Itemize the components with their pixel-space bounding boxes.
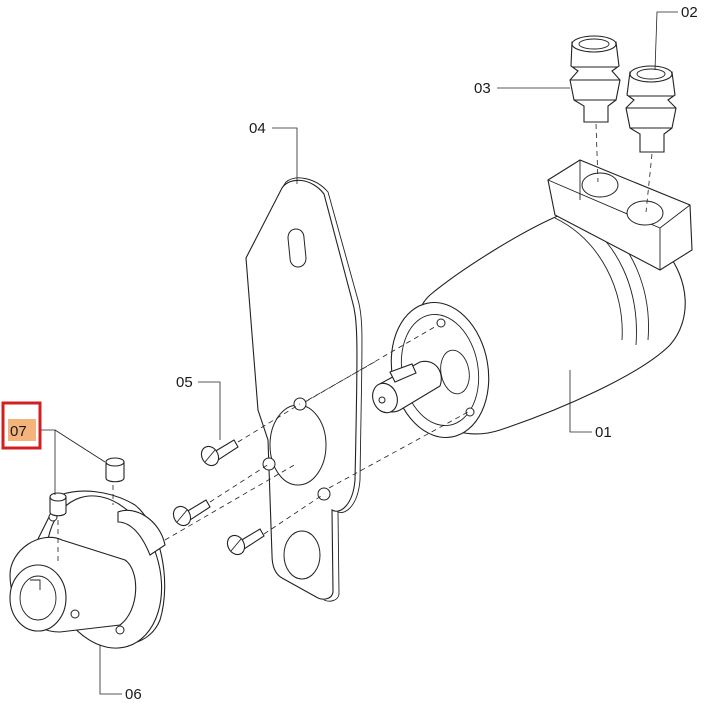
- mounting-bracket: [245, 177, 363, 602]
- leader-lines: [40, 11, 678, 695]
- callout-06: 06: [125, 686, 142, 703]
- fitting-02: [625, 65, 677, 153]
- callout-03: 03: [474, 80, 491, 97]
- flange-coupling: [9, 490, 166, 649]
- set-screws-07: [49, 457, 125, 517]
- callout-05: 05: [176, 374, 193, 391]
- callout-07: 07: [10, 423, 27, 440]
- fitting-03: [569, 35, 621, 123]
- callout-01: 01: [595, 424, 612, 441]
- motor-body: [372, 159, 693, 439]
- callout-07-highlight: 07: [1, 401, 42, 450]
- screws-05: [172, 439, 265, 556]
- callout-02: 02: [681, 4, 698, 21]
- callout-04: 04: [249, 120, 266, 137]
